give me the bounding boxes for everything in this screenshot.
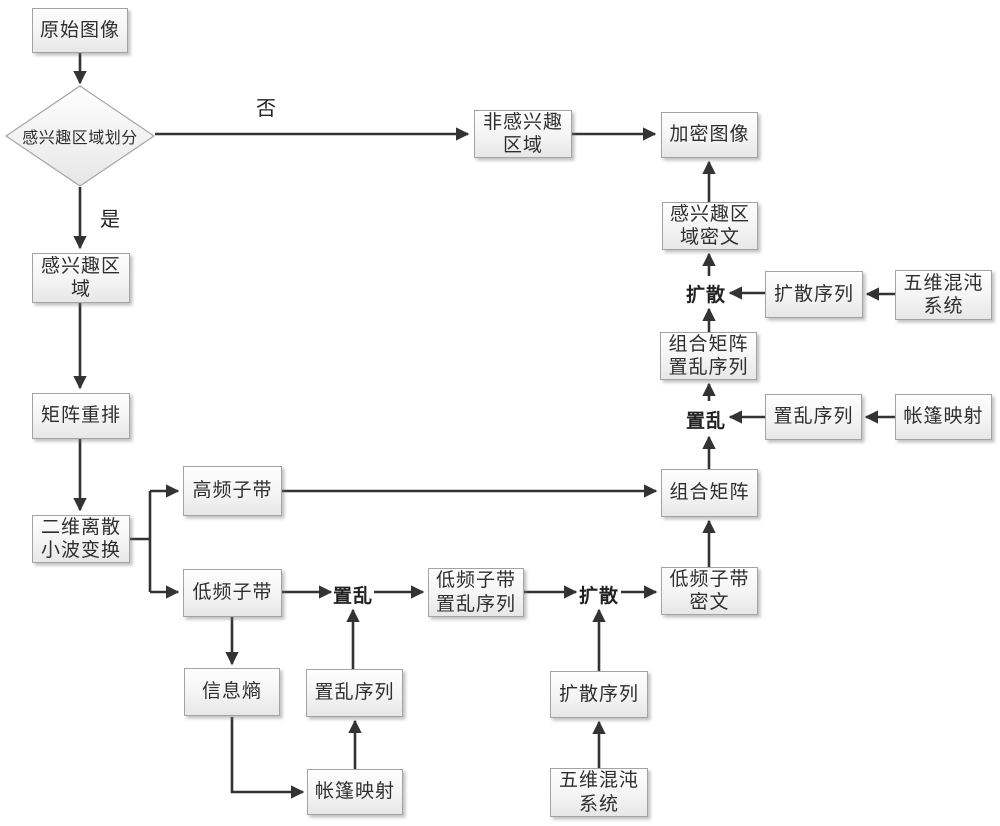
node-scramble-seq-bottom: 置乱序列	[306, 669, 403, 717]
decision-label: 感兴趣区域划分	[22, 130, 138, 147]
node-roi-cipher: 感兴趣区域密文	[662, 202, 758, 250]
label-scramble-mid: 置乱	[332, 586, 373, 607]
label-no: 否	[256, 98, 277, 120]
node-tent-map-bottom: 帐篷映射	[307, 769, 403, 815]
node-matrix-rearrange: 矩阵重排	[32, 393, 130, 439]
node-diffusion-seq-bottom: 扩散序列	[550, 671, 648, 718]
node-scramble-seq-right: 置乱序列	[765, 394, 862, 440]
label-diffusion-mid: 扩散	[578, 586, 619, 607]
node-entropy: 信息熵	[184, 668, 280, 716]
node-diffusion-seq-right: 扩散序列	[765, 271, 863, 318]
arrow-entropy-to-tentmap	[230, 717, 305, 799]
node-chaos-system-bottom: 五维混沌系统	[550, 768, 648, 817]
node-roi: 感兴趣区域	[32, 253, 130, 303]
node-high-freq: 高频子带	[183, 466, 282, 516]
node-chaos-system-right: 五维混沌系统	[895, 270, 992, 320]
node-low-freq-cipher: 低频子带密文	[661, 567, 758, 615]
node-non-roi: 非感兴趣区域	[474, 110, 572, 158]
node-low-freq-scramble-seq: 低频子带置乱序列	[428, 568, 524, 617]
node-tent-map-right: 帐篷映射	[895, 394, 992, 440]
node-combined-matrix: 组合矩阵	[661, 469, 758, 517]
connector-dwt-branch	[130, 491, 152, 592]
label-diffusion-right: 扩散	[685, 285, 726, 306]
label-scramble-right: 置乱	[685, 411, 726, 432]
decision-roi-division: 感兴趣区域划分	[4, 85, 156, 187]
node-dwt: 二维离散小波变换	[32, 515, 130, 563]
node-combined-scramble-seq: 组合矩阵置乱序列	[660, 332, 757, 380]
label-yes: 是	[100, 209, 121, 231]
node-encrypted-image: 加密图像	[661, 112, 758, 158]
node-low-freq: 低频子带	[183, 569, 282, 617]
node-original-image: 原始图像	[32, 8, 128, 53]
diamond-shape	[4, 85, 156, 187]
